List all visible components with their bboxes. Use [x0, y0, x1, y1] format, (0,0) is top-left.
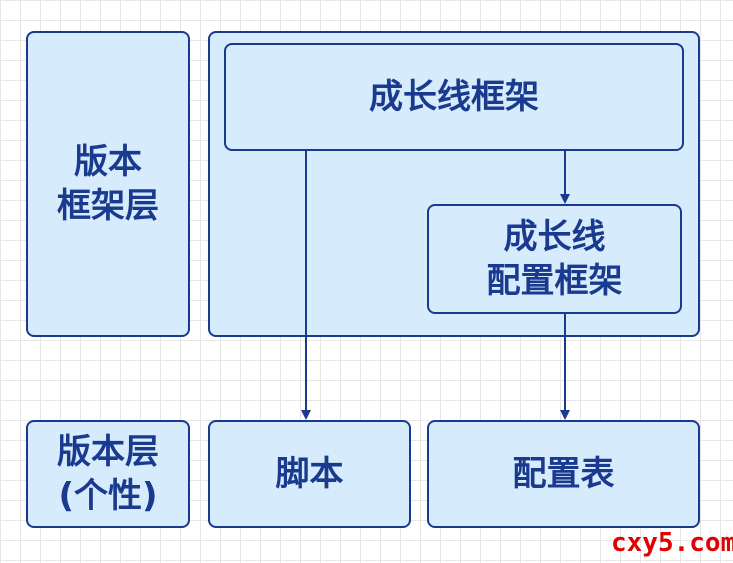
growth-line-config-framework-label: 成长线 配置框架	[486, 216, 623, 301]
growth-line-config-framework-box: 成长线 配置框架	[427, 204, 682, 314]
growth-line-framework-box: 成长线框架	[224, 43, 684, 151]
config-table-label: 配置表	[512, 453, 615, 494]
version-framework-layer-box: 版本 框架层	[26, 31, 190, 337]
script-label: 脚本	[275, 453, 344, 494]
config-table-box: 配置表	[427, 420, 700, 528]
script-box: 脚本	[208, 420, 411, 528]
version-layer-personal-box: 版本层 (个性)	[26, 420, 190, 528]
watermark-text: cxy5.com	[611, 528, 733, 558]
version-framework-layer-label: 版本 框架层	[57, 141, 159, 226]
growth-line-framework-label: 成长线框架	[369, 76, 539, 117]
version-layer-personal-label: 版本层 (个性)	[57, 431, 159, 516]
